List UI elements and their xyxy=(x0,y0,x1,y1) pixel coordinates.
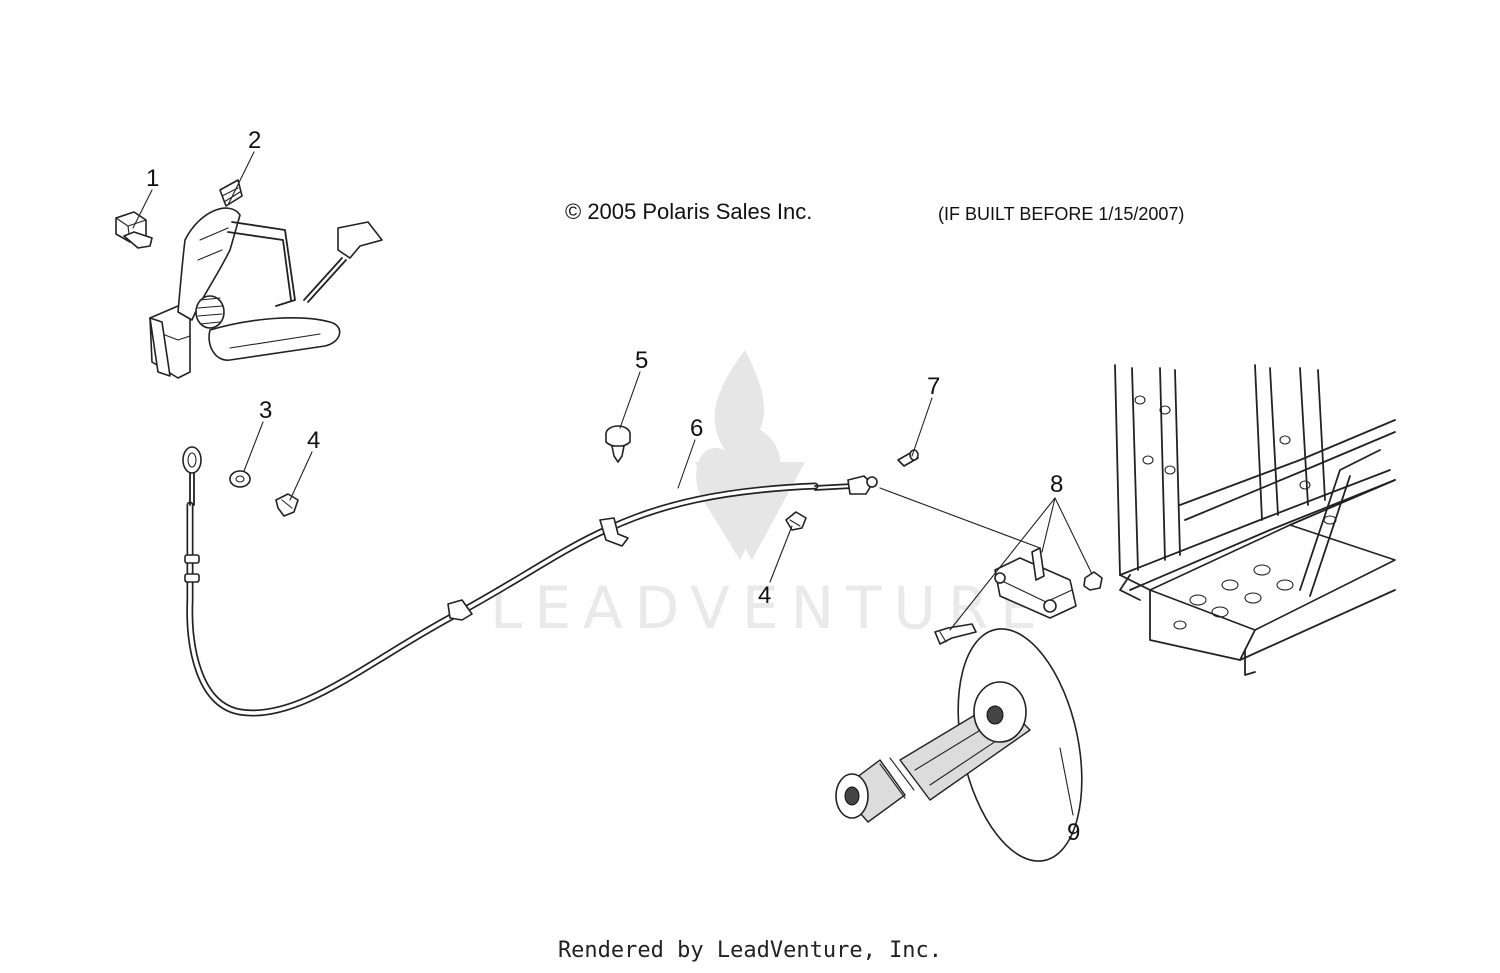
part-6-brake-cable[interactable] xyxy=(182,446,1041,717)
part-8-caliper-assembly[interactable] xyxy=(934,547,1103,645)
part-1-bolt[interactable] xyxy=(115,211,153,249)
part-7-pin[interactable] xyxy=(897,449,919,467)
part-9-brake-disc-driveshaft[interactable] xyxy=(835,618,1101,873)
footer-rendered-by: Rendered by LeadVenture, Inc. xyxy=(557,938,943,963)
copyright-text: © 2005 Polaris Sales Inc. xyxy=(565,199,812,224)
frame-holes xyxy=(1134,395,1337,630)
part-4-clip-right[interactable] xyxy=(785,511,807,531)
part-2-brake-pedal-assembly[interactable] xyxy=(149,179,383,379)
part-3-washer[interactable] xyxy=(229,470,251,488)
callout-1: 1 xyxy=(146,165,159,192)
callout-3: 3 xyxy=(259,397,272,424)
callout-6: 6 xyxy=(690,415,703,442)
build-note-text: (IF BUILT BEFORE 1/15/2007) xyxy=(938,204,1184,224)
callout-9: 9 xyxy=(1067,819,1080,846)
leader-lines xyxy=(132,151,1093,816)
callout-4-right: 4 xyxy=(758,582,771,609)
callout-8: 8 xyxy=(1050,471,1063,498)
callout-5: 5 xyxy=(635,347,648,374)
callout-7: 7 xyxy=(927,373,940,400)
part-4-clip-left[interactable] xyxy=(275,493,299,517)
callout-2: 2 xyxy=(248,127,261,154)
callouts: 1 2 3 4 5 6 7 4 8 9 xyxy=(146,127,1080,846)
vehicle-frame xyxy=(1114,364,1396,676)
part-5-push-pin[interactable] xyxy=(605,425,631,463)
callout-4-left: 4 xyxy=(307,427,320,454)
